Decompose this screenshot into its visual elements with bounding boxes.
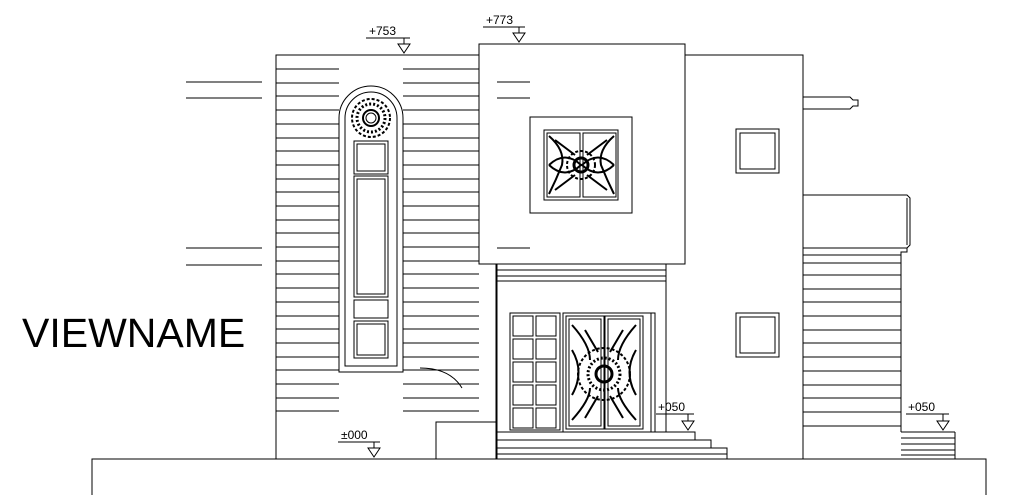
left-cladding-lines bbox=[276, 68, 479, 412]
right-terrace-steps bbox=[901, 431, 956, 459]
glass-panel bbox=[535, 315, 557, 337]
glass-panel bbox=[512, 407, 534, 429]
glass-panel bbox=[512, 315, 534, 337]
ground-plinth bbox=[91, 458, 987, 495]
ornament-icon bbox=[351, 98, 391, 138]
right-cladding-lines bbox=[803, 274, 901, 427]
level-marker-ground: ±000 bbox=[338, 428, 381, 458]
glass-panel bbox=[535, 338, 557, 360]
left-extension-lines bbox=[186, 81, 262, 266]
level-label-roof-left: +753 bbox=[369, 24, 396, 38]
top-cornice bbox=[803, 96, 859, 110]
central-upper-box bbox=[478, 43, 686, 265]
level-marker-roof-left: +753 bbox=[366, 24, 411, 54]
glass-panel bbox=[535, 361, 557, 383]
level-marker-roof-center: +773 bbox=[483, 13, 526, 43]
right-block bbox=[684, 44, 804, 459]
glass-panel bbox=[512, 384, 534, 406]
ornament-icon bbox=[548, 135, 615, 195]
level-marker-entrance: +050 bbox=[656, 400, 695, 431]
arched-window bbox=[338, 85, 404, 373]
level-label-entrance: +050 bbox=[658, 400, 685, 414]
view-title: VIEWNAME bbox=[22, 310, 246, 356]
level-marker-right-terrace: +050 bbox=[906, 400, 950, 431]
glass-panel bbox=[535, 407, 557, 429]
ornament-icon bbox=[571, 324, 637, 421]
level-label-roof-center: +773 bbox=[486, 13, 513, 27]
door-swing-arc bbox=[419, 367, 463, 389]
entrance-steps bbox=[497, 431, 728, 459]
level-label-ground: ±000 bbox=[341, 428, 368, 442]
glass-panel bbox=[535, 384, 557, 406]
side-glass-panels bbox=[512, 315, 557, 429]
glass-panel bbox=[512, 361, 534, 383]
entrance-block bbox=[496, 264, 667, 459]
left-block bbox=[275, 54, 497, 460]
right-wing bbox=[803, 194, 911, 432]
glass-panel bbox=[512, 338, 534, 360]
level-label-right-terrace: +050 bbox=[908, 400, 935, 414]
low-wall bbox=[435, 421, 496, 459]
